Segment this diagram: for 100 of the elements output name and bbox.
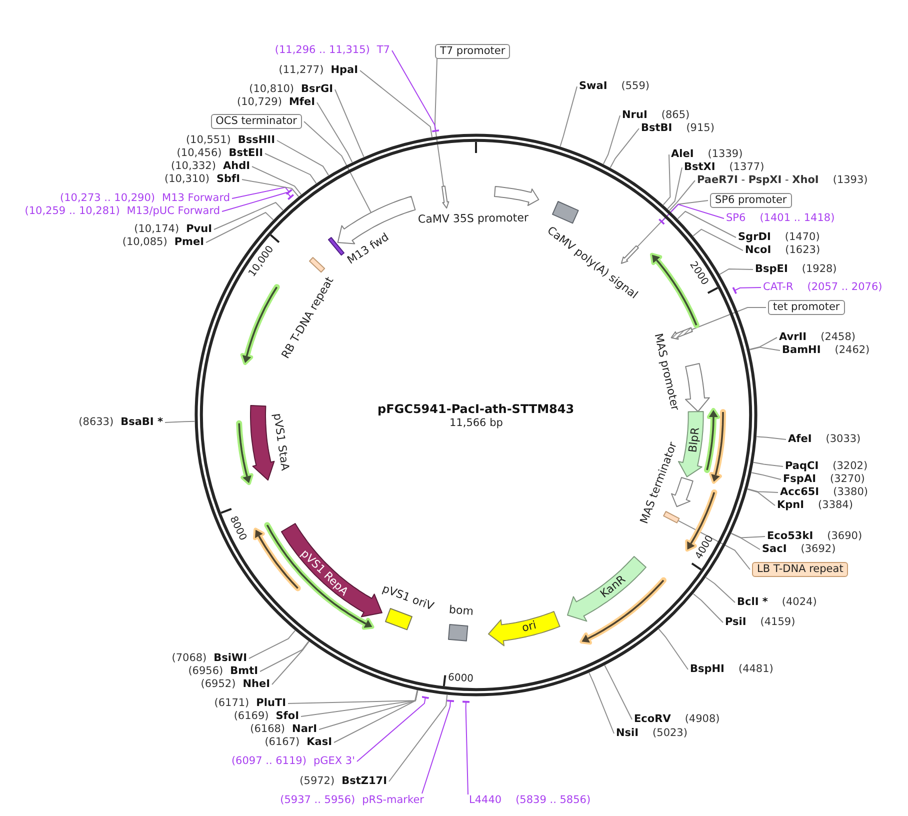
leader-line — [668, 180, 696, 211]
site-position: (11,277) — [278, 64, 324, 76]
enzyme-name: NsiI — [616, 726, 639, 740]
primer-range: (2057 .. 2076) — [807, 280, 882, 294]
orf-indicator — [253, 528, 301, 592]
feature-callout: T7 promoter — [435, 44, 510, 58]
enzyme-name: PvuI — [186, 222, 212, 236]
leader-line — [692, 593, 724, 623]
leader-line — [222, 192, 294, 212]
enzyme-name: MfeI — [288, 96, 315, 108]
enzyme-name: BstXI — [684, 160, 716, 174]
enzyme-name: BspHI — [690, 662, 724, 676]
enzyme-name: PaeR7I - PspXI - XhoI — [697, 174, 819, 186]
leader-line — [719, 268, 754, 275]
site-position: (6167) — [264, 736, 300, 748]
promoter-feature — [442, 186, 450, 209]
plasmid-name: pFGC5941-PacI-ath-STTM843 — [378, 402, 574, 416]
orf-indicator — [580, 577, 666, 645]
feature-callout: LB T-DNA repeat — [752, 562, 848, 576]
plasmid-size: 11,566 bp — [450, 417, 503, 429]
leader-line — [560, 86, 578, 147]
site-position: (865) — [661, 108, 690, 122]
leader-line — [658, 204, 724, 226]
site-position: (10,456) — [176, 146, 222, 160]
leader-line — [232, 186, 293, 199]
enzyme-name: SwaI — [579, 80, 608, 92]
primer-range: (5839 .. 5856) — [516, 794, 591, 806]
leader-line — [705, 577, 736, 603]
primer-range: (1401 .. 1418) — [760, 212, 835, 224]
site-position: (2458) — [820, 330, 856, 344]
leader-line — [749, 346, 780, 351]
leader-line — [730, 533, 760, 550]
leader-line — [318, 690, 418, 730]
site-position: (7068) — [172, 652, 207, 664]
enzyme-name: SgrDI — [738, 230, 771, 244]
leader-line — [206, 212, 274, 243]
enzyme-name: KpnI — [777, 498, 804, 512]
leader-line — [677, 210, 736, 238]
primer-name: pRS-marker — [362, 794, 424, 806]
leader-line — [264, 153, 317, 184]
leader-line — [667, 167, 682, 210]
leader-line — [749, 337, 778, 350]
feature-callout: SP6 promoter — [710, 192, 792, 208]
leader-line — [730, 532, 766, 538]
leader-line — [678, 520, 750, 570]
orf-indicator — [709, 409, 726, 484]
site-position: (3690) — [827, 530, 862, 542]
enzyme-name: AvrII — [779, 330, 807, 344]
leader-line — [392, 50, 440, 132]
leader-line — [756, 436, 786, 440]
site-position: (1377) — [729, 160, 764, 174]
site-position: (3033) — [826, 432, 861, 446]
enzyme-name: AhdI — [222, 160, 250, 172]
enzyme-name: SacI — [762, 542, 787, 556]
enzyme-name: AfeI — [788, 432, 812, 446]
leader-line — [692, 228, 744, 251]
promoter-feature — [670, 327, 693, 340]
leader-line — [751, 472, 782, 480]
feature-callout: tet promoter — [768, 300, 845, 314]
site-position: (915) — [686, 122, 714, 134]
enzyme-name: BsiWI — [214, 652, 247, 664]
enzyme-name: HpaI — [330, 64, 358, 76]
feature-label: M13 fwd — [345, 231, 391, 267]
leader-line — [747, 488, 778, 493]
feature-label: ori — [520, 620, 538, 636]
orf-indicator — [264, 522, 374, 630]
site-position: (5023) — [652, 726, 688, 740]
primer-name: M13/pUC Forward — [126, 204, 220, 218]
leader-line — [604, 664, 632, 720]
site-position: (559) — [621, 80, 650, 92]
site-position: (6952) — [200, 678, 236, 690]
primer-name: SP6 — [726, 212, 746, 224]
enzyme-name: BsrGI — [301, 82, 333, 96]
leader-line — [658, 628, 688, 670]
enzyme-name: BamHI — [782, 344, 821, 356]
site-position: (3692) — [800, 542, 836, 556]
site-position: (1339) — [708, 148, 743, 160]
site-position: (1393) — [832, 174, 868, 186]
primer-name: L4440 — [469, 794, 502, 806]
leader-line — [753, 462, 784, 467]
leader-line — [691, 307, 766, 330]
feature-label: pVS1 StaA — [270, 413, 291, 472]
enzyme-name: SbfI — [216, 172, 240, 186]
site-position: (1470) — [784, 230, 820, 244]
leader-line — [462, 700, 470, 795]
leader-line — [214, 202, 284, 230]
enzyme-name: NcoI — [745, 244, 772, 256]
primer-name: CAT-R — [763, 280, 794, 294]
leader-line — [304, 121, 372, 214]
enzyme-name: BssHII — [238, 134, 275, 146]
site-position: (4481) — [738, 662, 774, 676]
site-position: (10,085) — [122, 236, 168, 248]
leader-line — [747, 488, 776, 506]
leader-line — [252, 166, 302, 195]
enzyme-name: BstZ17I — [342, 774, 387, 788]
enzyme-name: PluTI — [256, 696, 286, 710]
site-position: (10,810) — [249, 82, 294, 96]
site-position: (2462) — [834, 344, 870, 356]
enzyme-name: PaqCI — [785, 460, 819, 472]
enzyme-name: BstBI — [641, 122, 672, 134]
